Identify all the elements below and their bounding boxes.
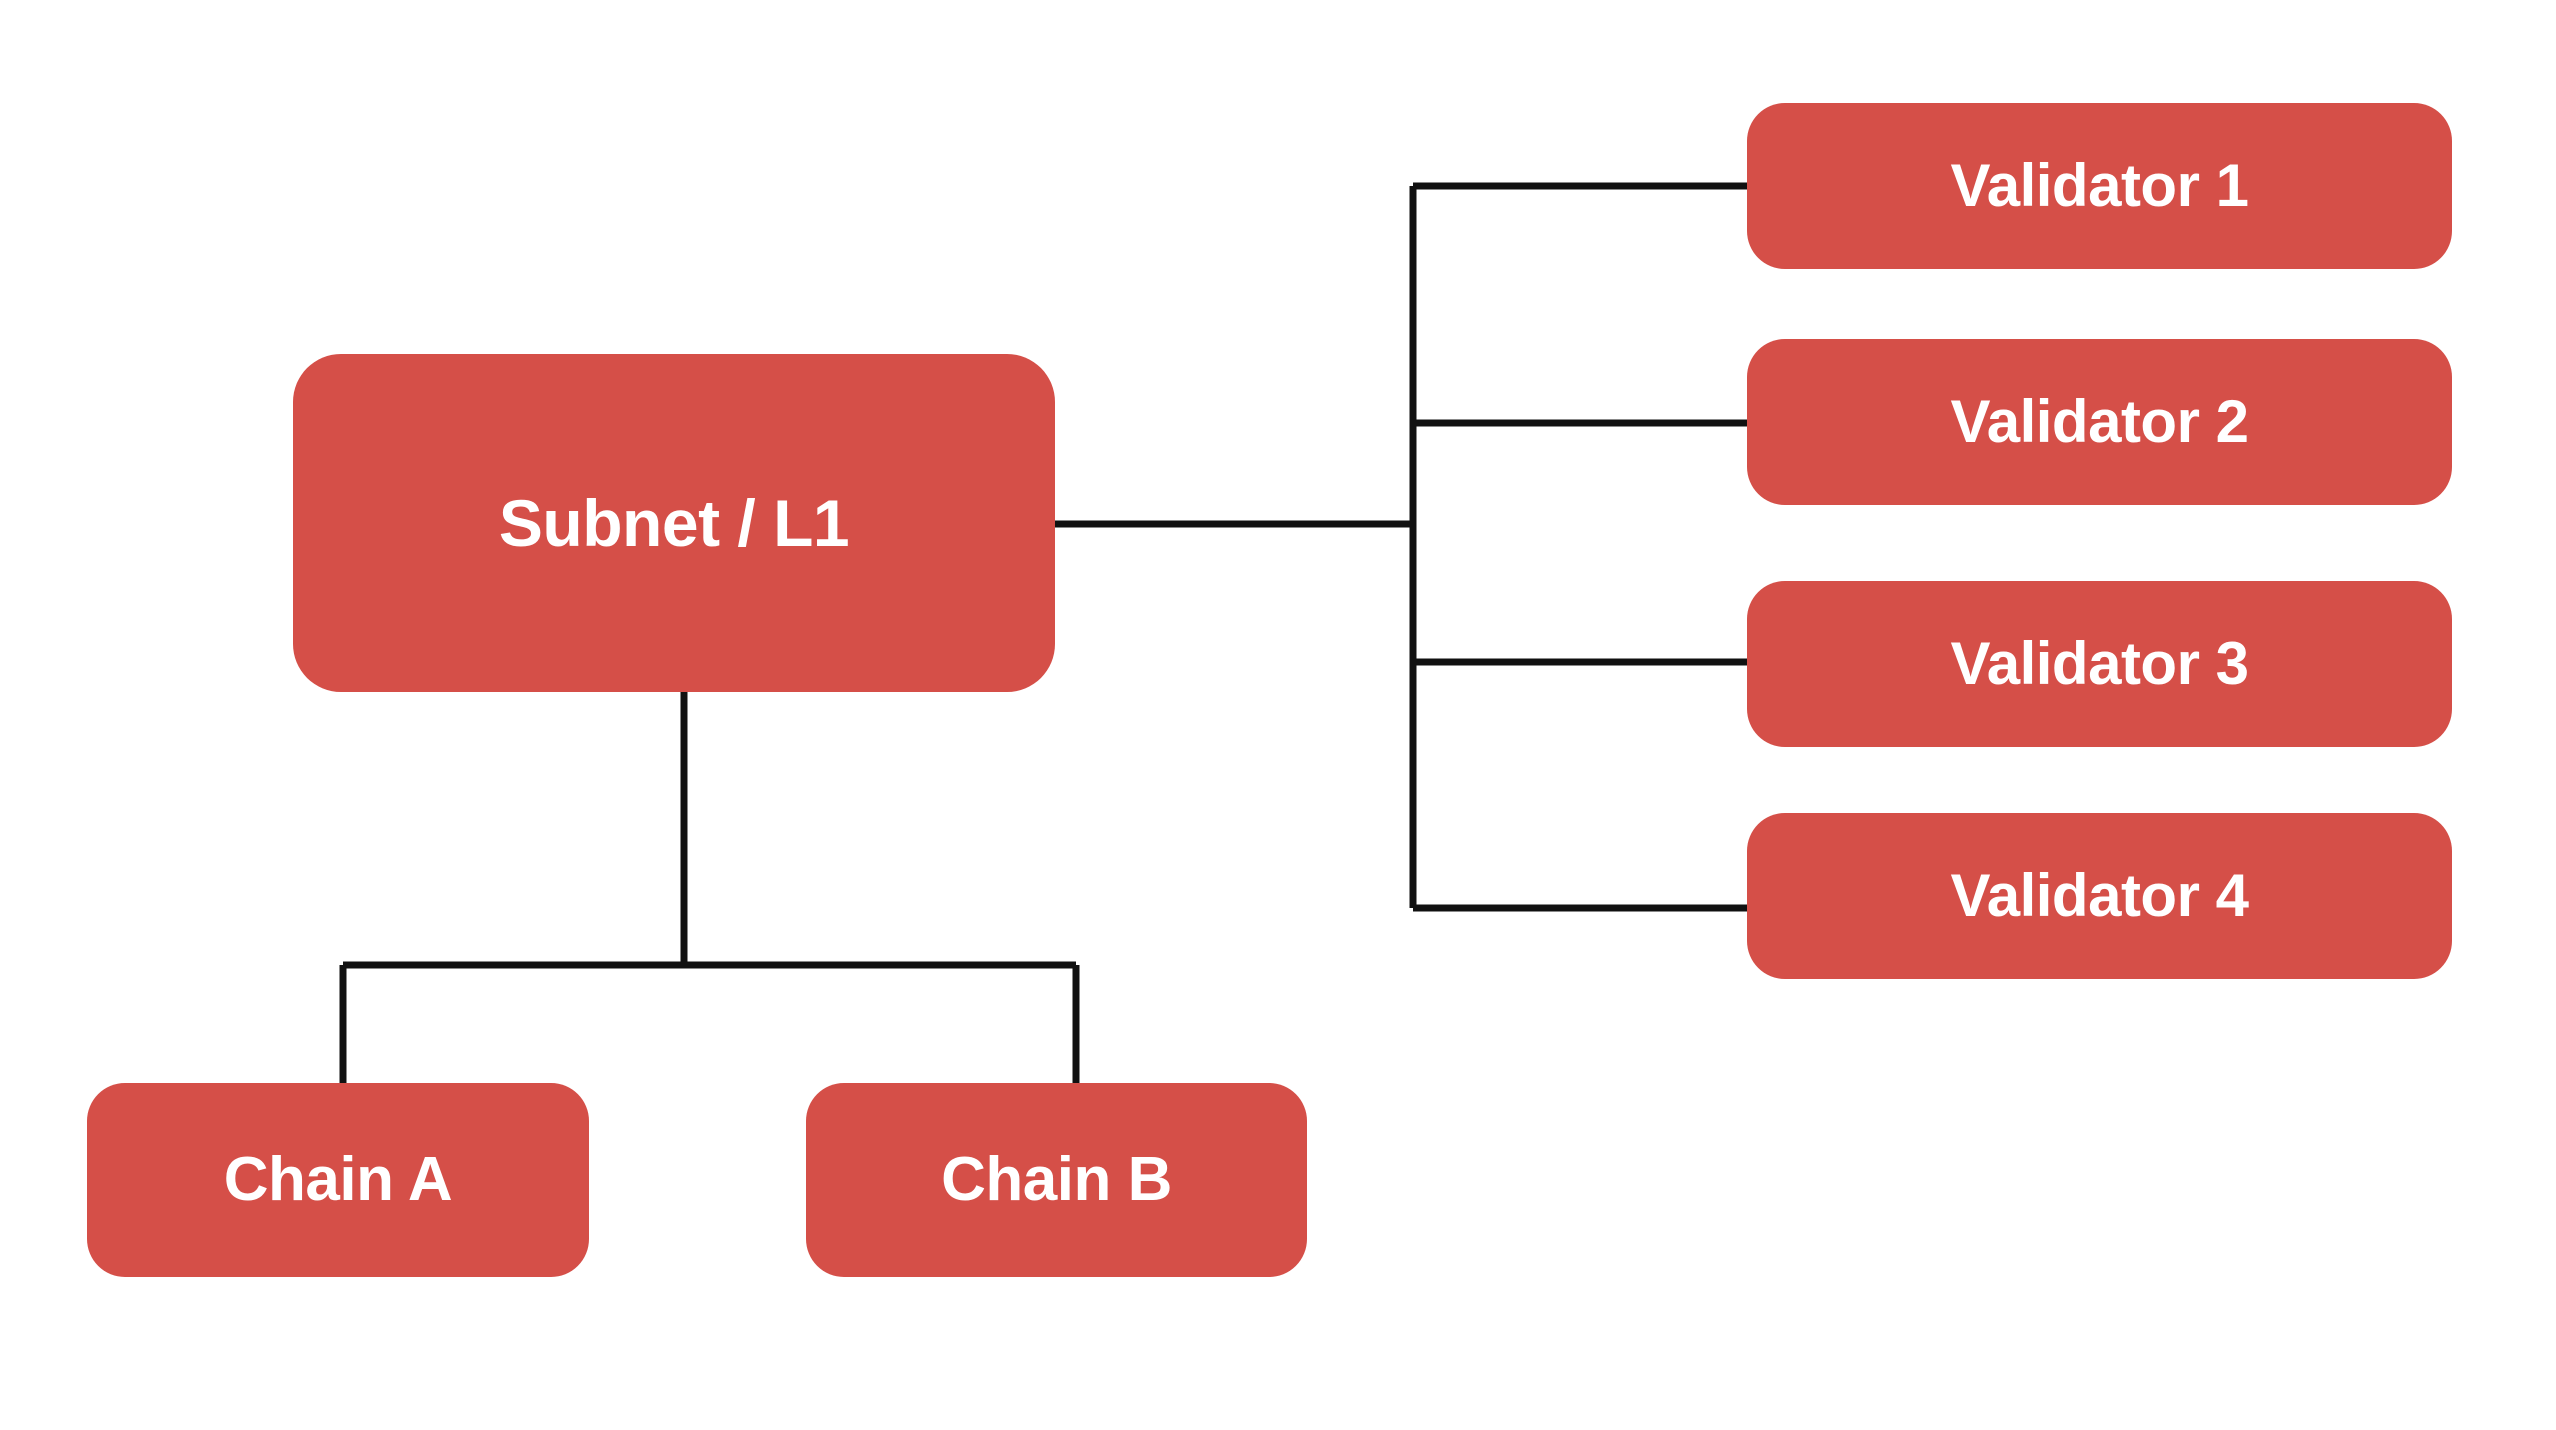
node-validator-4-label: Validator 4 (1950, 862, 2249, 929)
node-validator-3[interactable]: Validator 3 (1747, 581, 2452, 747)
node-subnet-l1-label: Subnet / L1 (498, 486, 850, 560)
node-chain-b[interactable]: Chain B (806, 1083, 1307, 1277)
node-chain-b-label: Chain B (941, 1145, 1172, 1214)
node-validator-2[interactable]: Validator 2 (1747, 339, 2452, 505)
node-validator-4[interactable]: Validator 4 (1747, 813, 2452, 979)
node-validator-3-label: Validator 3 (1950, 630, 2249, 697)
node-validator-1[interactable]: Validator 1 (1747, 103, 2452, 269)
node-chain-a[interactable]: Chain A (87, 1083, 589, 1277)
node-chain-a-label: Chain A (223, 1145, 453, 1214)
node-validator-1-label: Validator 1 (1950, 152, 2249, 219)
node-validator-2-label: Validator 2 (1950, 388, 2249, 455)
node-subnet-l1[interactable]: Subnet / L1 (293, 354, 1055, 692)
